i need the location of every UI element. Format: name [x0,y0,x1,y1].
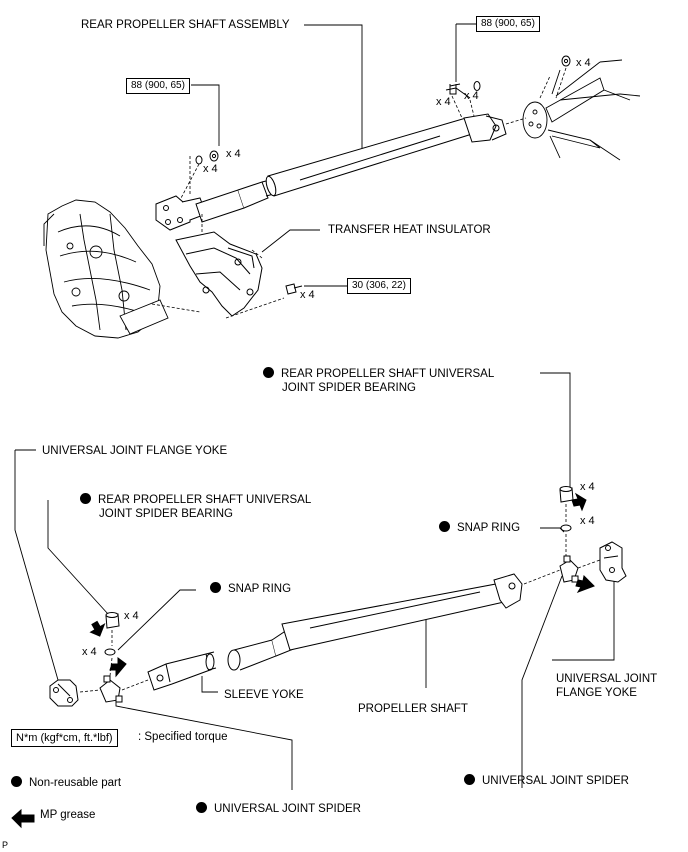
qty-right-washer: x 4 [464,90,479,102]
footer-code: P [2,840,9,850]
upper-leader-lines [191,23,476,287]
rear-propeller-shaft-assembly-label: REAR PROPELLER SHAFT ASSEMBLY [81,19,290,31]
snap-ring-left-label: SNAP RING [210,582,291,596]
right-bearing-drawing [559,486,574,533]
lower-leader-lines [14,372,615,790]
qty-right-bearing: x 4 [580,481,595,493]
torque-box-insulator: 30 (306, 22) [347,278,411,294]
right-flange-yoke-drawing [599,541,627,583]
non-reusable-dot [263,367,274,378]
qty-left-nut: x 4 [226,148,241,160]
spider-right-label: UNIVERSAL JOINT SPIDER [464,774,629,788]
torque-box-left: 88 (900, 65) [126,78,190,94]
spider-bearing-right-label: REAR PROPELLER SHAFT UNIVERSAL JOINT SPI… [263,367,494,395]
left-flange-yoke-drawing [49,679,79,707]
qty-right-nut: x 4 [576,57,591,69]
spider-bearing-left-label: REAR PROPELLER SHAFT UNIVERSAL JOINT SPI… [80,493,311,521]
non-reusable-dot [11,776,22,787]
left-spider-drawing [99,675,123,703]
legend-non-reusable: Non-reusable part [11,776,121,790]
snap-ring-right-label: SNAP RING [439,521,520,535]
non-reusable-dot [464,774,475,785]
legend-torque-desc: : Specified torque [138,731,228,743]
qty-left-snap-ring: x 4 [82,646,97,658]
torque-box-right: 88 (900, 65) [476,16,540,32]
grease-arrows [11,492,595,829]
qty-insulator-bolt: x 4 [300,289,315,301]
transmission-housing-drawing [43,199,169,339]
non-reusable-dot [210,582,221,593]
sleeve-yoke-drawing [147,651,217,691]
qty-left-washer: x 4 [203,163,218,175]
upper-dashed-guides [151,67,567,319]
spider-left-label: UNIVERSAL JOINT SPIDER [196,802,361,816]
non-reusable-dot [80,493,91,504]
propeller-shaft-drawing [227,573,523,671]
qty-right-bolt: x 4 [436,96,451,108]
differential-flange-drawing [522,59,641,161]
non-reusable-dot [196,802,207,813]
transfer-heat-insulator-label: TRANSFER HEAT INSULATOR [328,224,491,236]
non-reusable-dot [439,521,450,532]
legend-torque-unit-box: N*m (kgf*cm, ft.*lbf) [11,729,118,747]
left-bearing-drawing [104,612,120,656]
rear-propeller-shaft-assembly-drawing [155,113,507,231]
legend-mp-grease: MP grease [40,809,96,821]
upper-fasteners [195,55,571,295]
qty-right-snap-ring: x 4 [580,515,595,527]
flange-yoke-left-label: UNIVERSAL JOINT FLANGE YOKE [42,445,228,457]
transfer-heat-insulator-drawing [175,231,263,317]
propeller-shaft-label: PROPELLER SHAFT [358,703,468,715]
right-spider-drawing [559,555,579,583]
sleeve-yoke-label: SLEEVE YOKE [224,689,304,701]
lower-dashed-guides [79,504,601,693]
qty-left-bearing: x 4 [124,610,139,622]
